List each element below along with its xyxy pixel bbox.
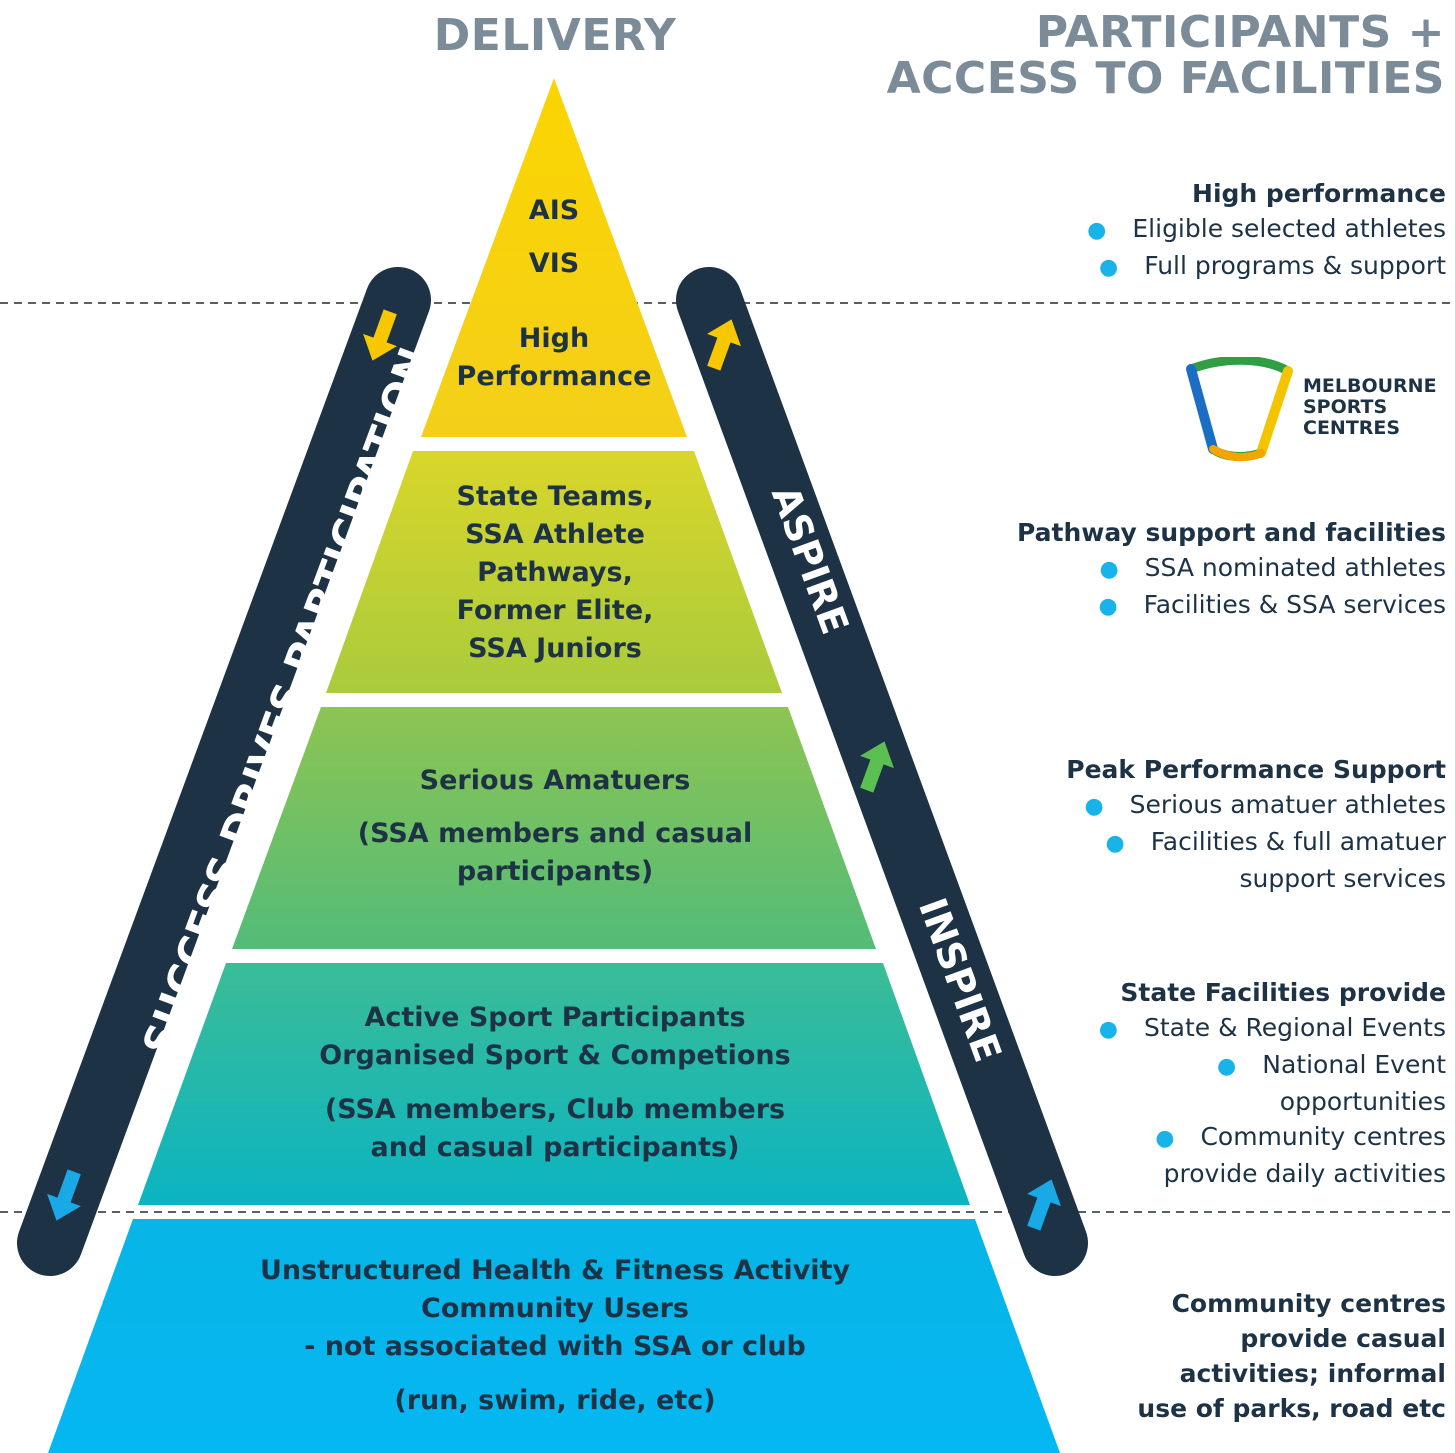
bullet-icon: ● bbox=[1084, 794, 1104, 819]
high-performance-item: ●Full programs & support bbox=[1098, 251, 1446, 280]
tier1-vis: VIS bbox=[528, 248, 580, 279]
tier5-text: Unstructured Health & Fitness Activity C… bbox=[170, 1252, 940, 1420]
peak-item: ●Serious amatuer athletes bbox=[1084, 790, 1446, 819]
state-item: opportunities bbox=[1279, 1087, 1446, 1116]
pathway-title: Pathway support and facilities bbox=[1017, 518, 1446, 547]
tier5-line1: Unstructured Health & Fitness Activity bbox=[259, 1255, 851, 1286]
tier4-sub1: (SSA members, Club members bbox=[324, 1094, 786, 1125]
tier2-text: State Teams, SSA Athlete Pathways, Forme… bbox=[400, 478, 710, 668]
logo-line: MELBOURNE bbox=[1303, 375, 1437, 397]
tier1-text: AIS VIS High Performance bbox=[434, 192, 674, 396]
tier2-line: Former Elite, bbox=[456, 595, 654, 626]
community-line: use of parks, road etc bbox=[1137, 1394, 1446, 1423]
left-band bbox=[17, 267, 431, 1276]
delivery-heading: DELIVERY bbox=[433, 10, 677, 61]
peak-item: support services bbox=[1239, 864, 1446, 893]
state-title: State Facilities provide bbox=[1120, 978, 1446, 1007]
community-line: activities; informal bbox=[1179, 1359, 1446, 1388]
tier-active-sport bbox=[138, 963, 970, 1205]
bullet-icon: ● bbox=[1098, 255, 1119, 280]
state-item: ●Community centres bbox=[1155, 1122, 1446, 1151]
bullet-icon: ● bbox=[1099, 557, 1119, 582]
tier4-text: Active Sport Participants Organised Spor… bbox=[230, 999, 880, 1167]
participants-heading: PARTICIPANTS + ACCESS TO FACILITIES bbox=[745, 10, 1445, 102]
tier2-line: Pathways, bbox=[477, 557, 633, 588]
peak-item: ●Facilities & full amatuer bbox=[1105, 827, 1446, 856]
tier3-title: Serious Amatuers bbox=[419, 765, 691, 796]
right-arrow-yellow-icon bbox=[707, 319, 741, 371]
peak-title: Peak Performance Support bbox=[1066, 755, 1446, 784]
right-band bbox=[676, 267, 1088, 1276]
right-block-peak: Peak Performance Support ●Serious amatue… bbox=[1066, 752, 1446, 896]
right-block-pathway: Pathway support and facilities ●SSA nomi… bbox=[1017, 515, 1446, 624]
right-arrow-green-icon bbox=[860, 741, 894, 793]
bullet-icon: ● bbox=[1217, 1054, 1237, 1079]
state-item: provide daily activities bbox=[1163, 1159, 1446, 1188]
high-performance-item: ●Eligible selected athletes bbox=[1087, 214, 1446, 243]
participants-heading-line2: ACCESS TO FACILITIES bbox=[886, 53, 1445, 104]
tier3-sub2: participants) bbox=[456, 856, 654, 887]
left-arrow-blue-icon bbox=[47, 1169, 81, 1221]
state-item: ●State & Regional Events bbox=[1098, 1013, 1446, 1042]
logo-line: CENTRES bbox=[1303, 417, 1401, 439]
bullet-icon: ● bbox=[1098, 1017, 1118, 1042]
right-arrow-blue-icon bbox=[1027, 1179, 1061, 1231]
tier5-line3: - not associated with SSA or club bbox=[304, 1331, 806, 1362]
pathway-item: ●SSA nominated athletes bbox=[1099, 553, 1446, 582]
tier2-line: SSA Athlete bbox=[465, 519, 645, 550]
tier4-sub2: and casual participants) bbox=[370, 1132, 740, 1163]
tier1-performance: Performance bbox=[456, 361, 652, 392]
tier4-line2: Organised Sport & Competions bbox=[319, 1040, 791, 1071]
participants-heading-line1: PARTICIPANTS + bbox=[1035, 7, 1445, 58]
bullet-icon: ● bbox=[1105, 831, 1125, 856]
community-line: provide casual bbox=[1240, 1324, 1446, 1353]
logo-text: MELBOURNE SPORTS CENTRES bbox=[1303, 376, 1437, 439]
state-item: ●National Event bbox=[1217, 1050, 1446, 1079]
logo-line: SPORTS bbox=[1303, 396, 1388, 418]
tier-unstructured bbox=[48, 1219, 1060, 1453]
tier5-line2: Community Users bbox=[421, 1293, 689, 1324]
tier5-sub: (run, swim, ride, etc) bbox=[394, 1385, 716, 1416]
pathway-item: ●Facilities & SSA services bbox=[1098, 590, 1446, 619]
tier4-line1: Active Sport Participants bbox=[364, 1002, 746, 1033]
bullet-icon: ● bbox=[1098, 594, 1118, 619]
bullet-icon: ● bbox=[1155, 1126, 1175, 1151]
tier2-line: SSA Juniors bbox=[468, 633, 642, 664]
melbourne-sports-centres-logo bbox=[1186, 357, 1293, 462]
left-arrow-yellow-icon bbox=[363, 309, 397, 361]
tier3-text: Serious Amatuers (SSA members and casual… bbox=[300, 762, 810, 891]
bullet-icon: ● bbox=[1087, 218, 1107, 243]
tier1-high: High bbox=[518, 323, 590, 354]
tier3-sub1: (SSA members and casual bbox=[357, 818, 753, 849]
community-line: Community centres bbox=[1171, 1289, 1446, 1318]
tier-serious-amateurs bbox=[232, 707, 876, 949]
high-performance-title: High performance bbox=[1192, 179, 1446, 208]
right-block-community: Community centres provide casual activit… bbox=[1137, 1286, 1446, 1426]
tier-high-performance bbox=[421, 78, 687, 437]
tier1-ais: AIS bbox=[528, 195, 580, 226]
right-block-state: State Facilities provide ●State & Region… bbox=[1099, 975, 1446, 1191]
tier2-line: State Teams, bbox=[456, 481, 654, 512]
right-block-high-performance: High performance ●Eligible selected athl… bbox=[1087, 176, 1446, 285]
tier-state-teams bbox=[326, 451, 782, 693]
